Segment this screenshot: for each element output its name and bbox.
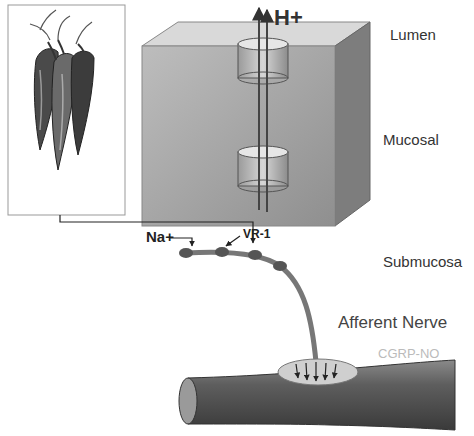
text-label: VR-1 bbox=[243, 228, 270, 241]
text-label: CGRP-NO bbox=[378, 347, 439, 361]
channel-cylinder bbox=[238, 146, 288, 192]
text-label: Na+ bbox=[146, 229, 174, 246]
receptor-pointer bbox=[226, 236, 240, 246]
text-label: Afferent Nerve bbox=[338, 314, 447, 333]
mucosal-block bbox=[142, 22, 370, 226]
text-label: Lumen bbox=[390, 27, 436, 44]
pepper-illustration bbox=[8, 5, 125, 215]
afferent-nerve bbox=[179, 247, 316, 362]
proton-arrow bbox=[258, 8, 260, 210]
text-label: Mucosal bbox=[383, 132, 439, 149]
blood-vessel bbox=[179, 359, 455, 430]
text-label: Submucosa bbox=[383, 254, 462, 271]
channel-cylinder bbox=[238, 38, 288, 84]
proton-arrow bbox=[266, 10, 268, 212]
text-label: H+ bbox=[274, 6, 303, 30]
